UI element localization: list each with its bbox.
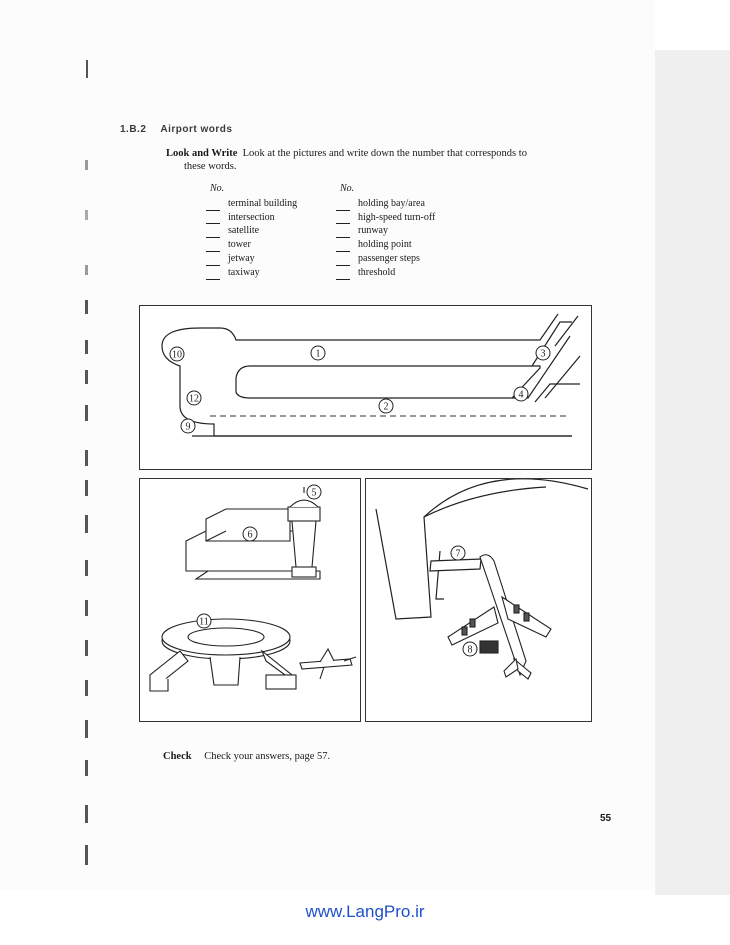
label-text: 10 [172,350,182,361]
answer-blank[interactable] [206,213,220,225]
word-list-left: No. terminal building intersection satel… [206,182,297,280]
word-label: threshold [358,266,396,278]
label-text: 8 [468,645,473,656]
callout-12 [186,390,202,406]
check-instruction: Check Check your answers, page 57. [163,751,330,762]
answer-blank[interactable] [336,241,350,252]
check-text: Check your answers, page 57. [204,751,331,762]
word-item: intersection [206,211,297,225]
instruction-label: Look and Write [166,148,238,159]
word-list-right: No. holding bay/area high-speed turn-off… [336,182,435,280]
answer-blank[interactable] [206,269,220,280]
answer-blank[interactable] [206,255,220,266]
word-label: satellite [228,225,260,237]
word-item: taxiway [206,266,297,280]
callout-3 [535,345,551,361]
answer-blank[interactable] [206,200,220,211]
word-label: intersection [228,211,275,223]
answer-blank[interactable] [206,227,220,239]
label-text: 2 [384,402,389,413]
word-label: taxiway [228,266,260,278]
section-number: 1.B.2 [120,124,147,135]
instruction-text: Look and Write Look at the pictures and … [166,147,596,173]
word-label: jetway [228,252,255,264]
label-text: 4 [519,390,524,401]
answer-blank[interactable] [336,255,350,266]
page-edge-shadow [655,50,730,895]
callout-11 [196,613,212,629]
callout-1 [310,345,326,361]
word-item: threshold [336,266,435,280]
word-label: runway [358,225,388,237]
label-text: 6 [248,530,253,541]
word-label: holding point [358,239,412,251]
watermark-link[interactable]: www.LangPro.ir [305,902,425,921]
word-item: high-speed turn-off [336,211,435,225]
label-text: 5 [312,488,317,499]
label-text: 3 [541,349,546,360]
label-text: 9 [186,422,191,433]
check-label: Check [163,751,192,762]
answer-blank[interactable] [336,227,350,239]
runway-diagram: 10 1 3 4 12 2 9 [161,313,581,437]
number-column-header: No. [340,183,355,194]
label-text: 12 [189,394,199,405]
word-label: holding bay/area [358,197,425,209]
label-text: 7 [456,549,461,560]
answer-blank[interactable] [336,213,350,225]
callout-5 [306,484,322,500]
section-title: Airport words [160,124,233,135]
instruction-body-cont: these words. [184,161,237,172]
word-item: satellite [206,224,297,239]
callout-8 [462,641,478,657]
page-number: 55 [600,813,612,824]
word-label: tower [228,239,251,251]
spiral-binding-marks [85,60,88,865]
word-item: holding bay/area [336,197,435,211]
word-item: jetway [206,252,297,266]
word-item: terminal building [206,197,297,211]
callout-7 [450,545,466,561]
jetway-diagram: 7 8 [375,479,589,680]
word-label: passenger steps [358,252,420,264]
callout-10 [169,346,185,362]
section-heading: 1.B.2 Airport words [120,124,232,135]
word-label: terminal building [228,197,298,209]
runway-diagram-panel: 10 1 3 4 12 2 9 [139,305,592,470]
answer-blank[interactable] [206,241,220,252]
word-label: high-speed turn-off [358,211,436,223]
word-item: holding point [336,238,435,252]
callout-2 [378,398,394,414]
callout-6 [242,526,258,542]
terminal-diagram: 5 6 11 [149,484,357,692]
word-item: tower [206,238,297,252]
label-text: 1 [316,349,321,360]
answer-blank[interactable] [336,200,350,211]
terminal-diagram-panel: 5 6 11 [139,478,361,722]
callout-4 [513,386,529,402]
callout-9 [180,418,196,434]
jetway-diagram-panel: 7 8 [365,478,592,722]
number-column-header: No. [210,183,225,194]
word-item: passenger steps [336,252,435,266]
label-text: 11 [199,617,209,628]
answer-blank[interactable] [336,269,350,280]
instruction-body: Look at the pictures and write down the … [242,148,527,159]
word-item: runway [336,224,435,239]
